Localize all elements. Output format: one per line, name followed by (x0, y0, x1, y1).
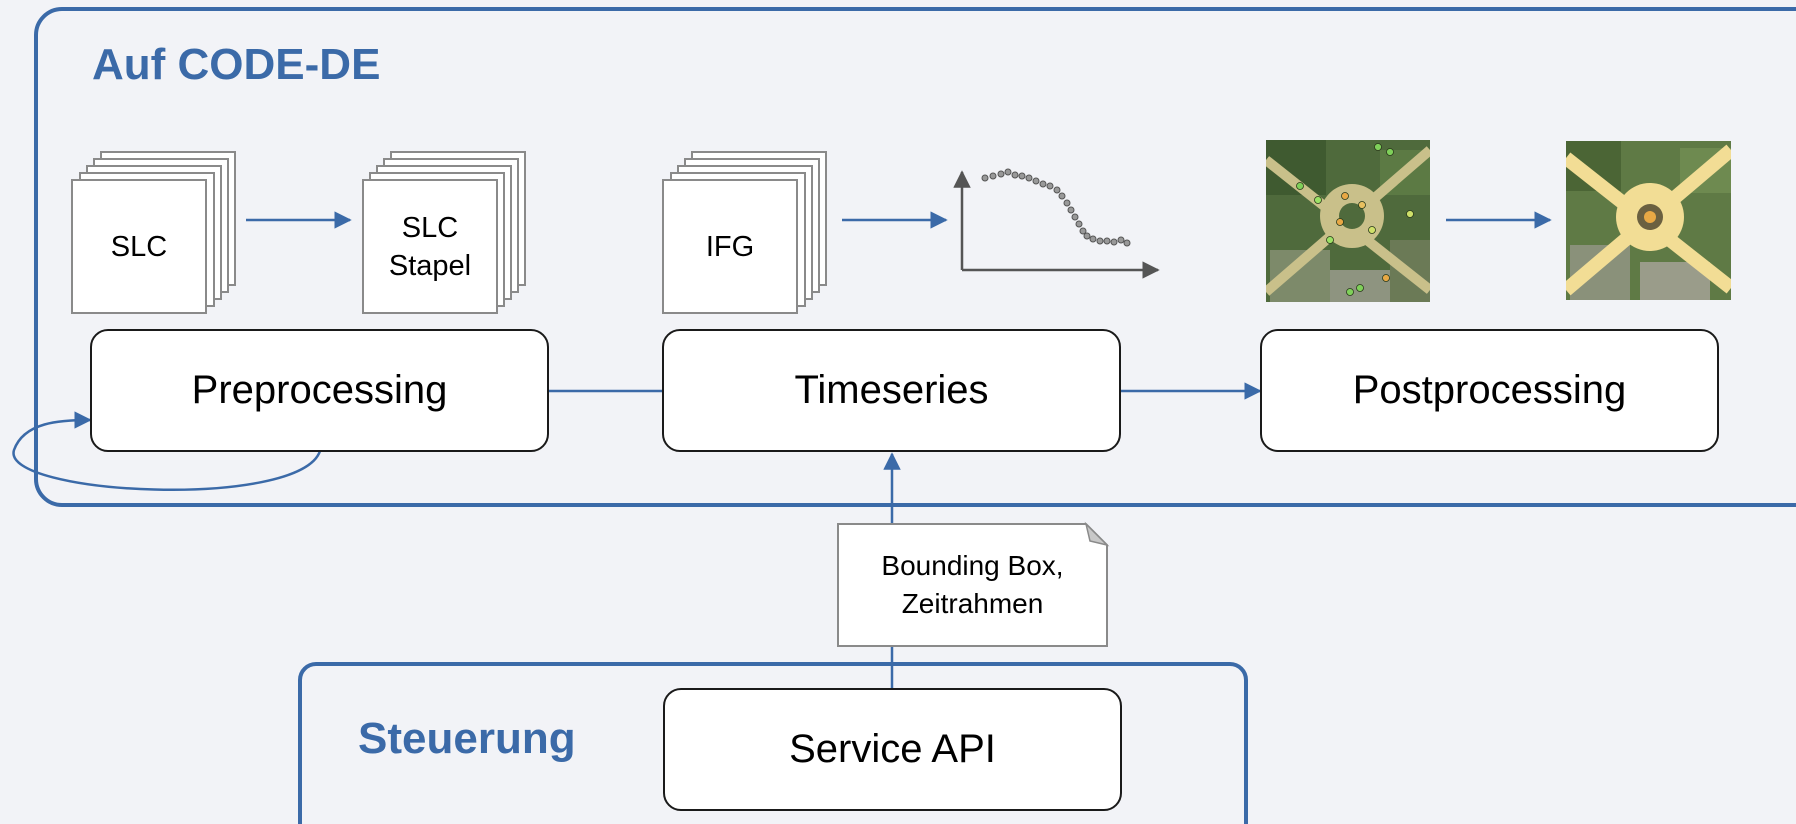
plot-dot (1039, 180, 1047, 188)
map-point (1386, 148, 1394, 156)
plot-dot (1123, 239, 1131, 247)
postprocessing-label: Postprocessing (1352, 368, 1627, 412)
note-line1: Bounding Box, (881, 550, 1064, 581)
map-point (1336, 218, 1344, 226)
parameter-note-text: Bounding Box, Zeitrahmen (838, 524, 1107, 646)
plot-dot (1071, 213, 1079, 221)
service-api-box: Service API (663, 688, 1122, 811)
plot-dot (1025, 174, 1033, 182)
timeseries-box: Timeseries (662, 329, 1121, 452)
map-point (1314, 196, 1322, 204)
satellite-map-result-icon (1566, 141, 1731, 300)
plot-dot (1063, 199, 1071, 207)
slc-stapel-stack-label: SLC Stapel (363, 180, 497, 313)
plot-dot (981, 174, 989, 182)
map-point (1296, 182, 1304, 190)
plot-dot (1004, 168, 1012, 176)
plot-dot (1058, 192, 1066, 200)
service-api-label: Service API (789, 727, 996, 771)
note-line2: Zeitrahmen (901, 588, 1044, 619)
parameter-note-icon (837, 521, 1110, 647)
slc-stapel-stack-icon (362, 151, 526, 314)
map-point (1356, 284, 1364, 292)
plot-dot (989, 172, 997, 180)
plot-dot (1053, 186, 1061, 194)
map-point (1368, 226, 1376, 234)
plot-dot (1018, 172, 1026, 180)
plot-dot (1103, 237, 1111, 245)
map-point (1326, 236, 1334, 244)
slc-stapel-line1: SLC (401, 211, 459, 244)
preprocessing-box: Preprocessing (90, 329, 549, 452)
map-point (1346, 288, 1354, 296)
steuerung-group-frame (298, 662, 1248, 824)
satellite-map-with-points-icon (1266, 140, 1430, 302)
ifg-stack-icon (662, 151, 827, 314)
preprocessing-loop-arrow (12, 411, 322, 491)
slc-stack-icon (71, 151, 236, 314)
steuerung-group-title: Steuerung (358, 714, 576, 763)
plot-dot (1046, 182, 1054, 190)
displacement-timeseries-chart-icon (953, 168, 1160, 279)
map-point (1341, 192, 1349, 200)
slc-stapel-line2: Stapel (388, 249, 472, 282)
slc-stack-label: SLC (110, 230, 168, 263)
preprocessing-label: Preprocessing (191, 368, 448, 412)
plot-dot (1032, 177, 1040, 185)
timeseries-label: Timeseries (794, 368, 989, 412)
plot-dot (1089, 235, 1097, 243)
map-point (1374, 143, 1382, 151)
plot-dot (1096, 237, 1104, 245)
ifg-stack-label: IFG (705, 230, 755, 263)
plot-dot (1083, 232, 1091, 240)
plot-dot (1067, 206, 1075, 214)
plot-dot (1011, 171, 1019, 179)
plot-dot (1110, 238, 1118, 246)
plot-dot (1079, 227, 1087, 235)
plot-dot (1075, 220, 1083, 228)
map-point (1358, 201, 1366, 209)
map-point (1382, 274, 1390, 282)
code-de-group-frame (34, 7, 1796, 507)
postprocessing-box: Postprocessing (1260, 329, 1719, 452)
code-de-group-title: Auf CODE-DE (92, 40, 381, 89)
plot-dot (997, 170, 1005, 178)
map-point (1406, 210, 1414, 218)
plot-dot (1117, 236, 1125, 244)
